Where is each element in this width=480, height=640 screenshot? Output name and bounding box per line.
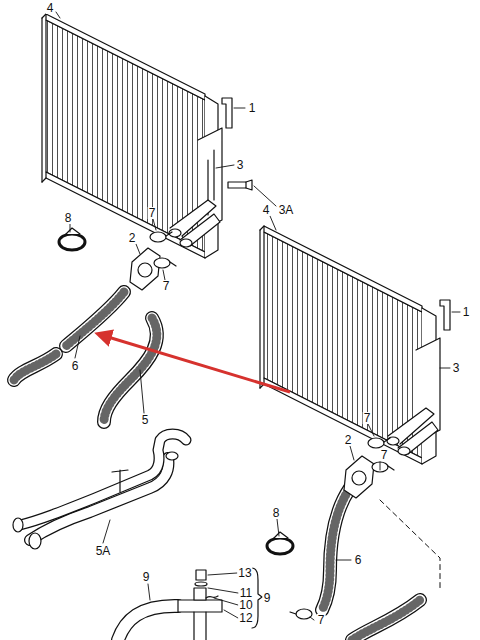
callout-number: 7 <box>380 449 389 461</box>
callout-number: 8 <box>64 212 73 224</box>
callout-number: 11 <box>239 587 253 599</box>
callout-number: 13 <box>237 567 252 579</box>
hose <box>352 600 420 640</box>
callout-number: 2 <box>344 434 353 446</box>
callout-number: 6 <box>71 360 80 372</box>
hose-clamp <box>150 232 394 619</box>
callout-number: 6 <box>354 554 363 566</box>
heat-exchanger <box>260 226 440 464</box>
pointer-arrow <box>108 337 290 392</box>
callout-number: 1 <box>462 306 471 318</box>
callout-number: 3A <box>278 204 295 216</box>
leader-line <box>56 12 460 620</box>
callout-number: 8 <box>272 507 281 519</box>
hose <box>104 318 157 422</box>
heat-exchanger <box>42 14 252 258</box>
callout-number: 5 <box>141 414 150 426</box>
bracket-part <box>222 98 232 128</box>
tee-fitting <box>178 570 222 640</box>
callout-number: 3 <box>452 362 461 374</box>
hose <box>322 488 350 610</box>
callout-number: 7 <box>317 614 326 626</box>
hose <box>118 606 178 640</box>
guide-line <box>380 500 440 590</box>
hose <box>14 292 124 380</box>
callout-number: 7 <box>363 412 372 424</box>
callout-number: 7 <box>148 207 157 219</box>
band-clamp <box>59 228 293 554</box>
callout-number: 2 <box>128 232 137 244</box>
callout-number: 12 <box>238 612 253 624</box>
pipe-assembly <box>13 434 186 549</box>
callout-number: 9 <box>142 571 151 583</box>
callout-number: 9 <box>263 592 272 604</box>
callout-number: 1 <box>248 102 257 114</box>
callout-number: 10 <box>238 599 253 611</box>
flange <box>130 248 374 498</box>
bracket-part <box>440 300 450 330</box>
callout-number: 7 <box>162 280 171 292</box>
callout-number: 4 <box>262 204 271 216</box>
callout-number: 5A <box>95 545 112 557</box>
callout-number: 4 <box>46 2 55 14</box>
callout-number: 3 <box>236 159 245 171</box>
